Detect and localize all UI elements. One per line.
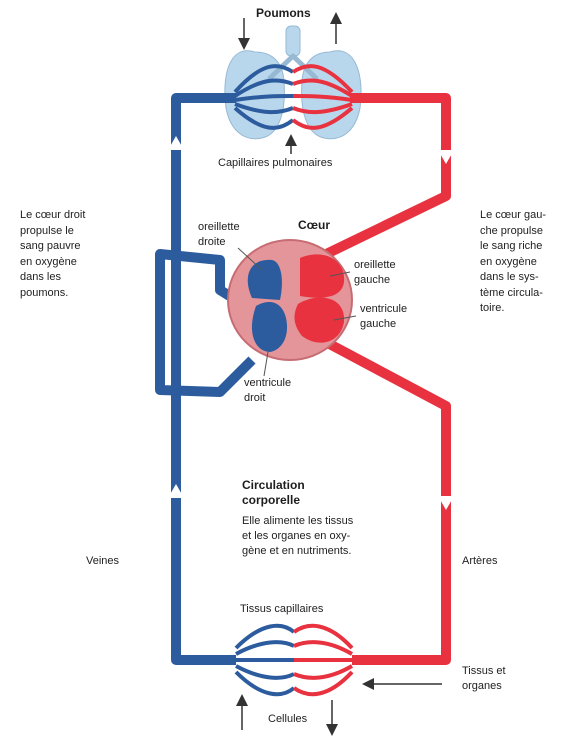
tissue-capillaries (234, 623, 354, 697)
blue-vessels (155, 93, 256, 665)
cells-label: Cellules (268, 713, 308, 725)
veins-label: Veines (86, 555, 120, 567)
lungs-illustration (224, 25, 362, 140)
pulmonary-capillaries-label: Capillaires pulmonaires (218, 157, 333, 169)
right-heart-text: Le cœur droit propulse le sang pauvre en… (20, 209, 86, 299)
leader-lines (237, 247, 357, 377)
pulmonary-capillaries (233, 64, 354, 130)
left-ventricle-label: ventricule gauche (360, 303, 408, 330)
red-vessels (315, 93, 451, 665)
lungs-label: Poumons (256, 6, 311, 20)
left-heart-text: Le cœur gau- che propulse le sang riche … (480, 209, 547, 314)
heart-illustration (227, 239, 353, 361)
heart-label: Cœur (298, 218, 330, 232)
tissues-organs-label: Tissus et organes (462, 665, 506, 692)
left-atrium-label: oreillette gauche (354, 259, 396, 286)
circulation-body: Elle alimente les tissus et les organes … (242, 515, 354, 557)
flow-chevrons (168, 136, 454, 510)
tissue-capillaries-label: Tissus capillaires (240, 603, 324, 615)
right-atrium-label: oreillette droite (198, 221, 240, 248)
exchange-arrows (236, 12, 442, 736)
circulation-title: Circulation corporelle (242, 478, 305, 507)
right-ventricle-label: ventricule droit (244, 377, 292, 404)
arteries-label: Artères (462, 555, 498, 567)
